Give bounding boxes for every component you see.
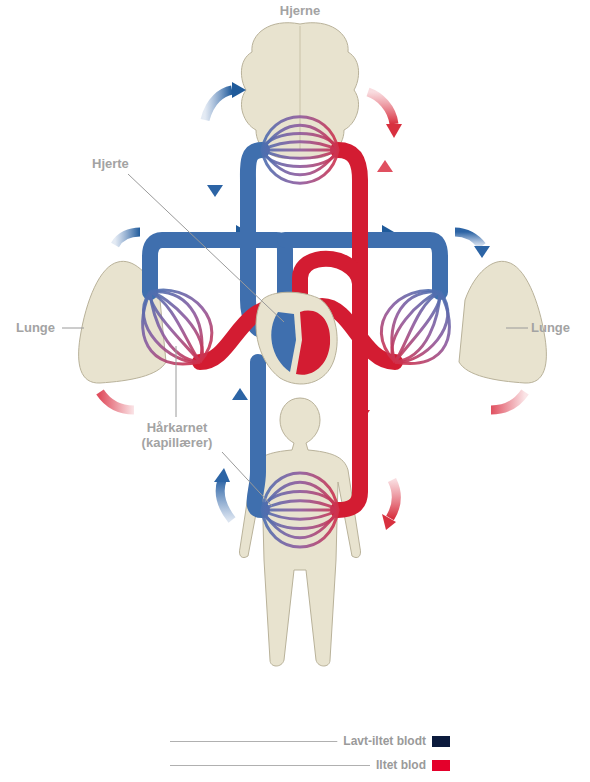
capillary [262, 125, 338, 150]
callout-label: Hårkarnet (kapillærer) [122, 420, 232, 450]
capillary [262, 473, 338, 510]
capillary [262, 501, 338, 510]
capillary [262, 150, 338, 158]
organ-label: Lunge [531, 320, 570, 335]
capillary [262, 510, 338, 519]
leader-line [176, 346, 177, 417]
legend-rule [170, 741, 337, 742]
capillary [262, 491, 338, 510]
capillary [150, 292, 200, 362]
legend-text: Iltet blod [376, 758, 426, 772]
capillary [262, 133, 338, 150]
capillary [150, 292, 200, 362]
leader-line [222, 452, 272, 506]
capillary [262, 482, 338, 510]
capillary [381, 291, 440, 362]
capillary [262, 509, 338, 512]
capillary [262, 142, 338, 150]
leader-line [62, 328, 84, 329]
leader-line [128, 174, 284, 322]
brain [241, 23, 358, 159]
capillary [392, 292, 440, 362]
leader-line [506, 328, 528, 329]
organ-label: Lunge [16, 320, 55, 335]
capillary [392, 292, 440, 362]
legend-swatch [432, 760, 450, 771]
capillary [262, 150, 338, 183]
capillary [150, 292, 200, 362]
capillary [262, 510, 338, 547]
organ-label: Hjerte [92, 156, 129, 171]
heart [256, 292, 337, 384]
capillary [143, 292, 200, 364]
capillary [262, 117, 338, 150]
organ-label: Hjerne [280, 3, 320, 18]
capillary [262, 149, 338, 152]
capillary [150, 290, 212, 362]
legend-swatch [432, 736, 450, 747]
legend-text: Lavt-iltet blodt [343, 734, 426, 748]
legend-rule [170, 765, 370, 766]
